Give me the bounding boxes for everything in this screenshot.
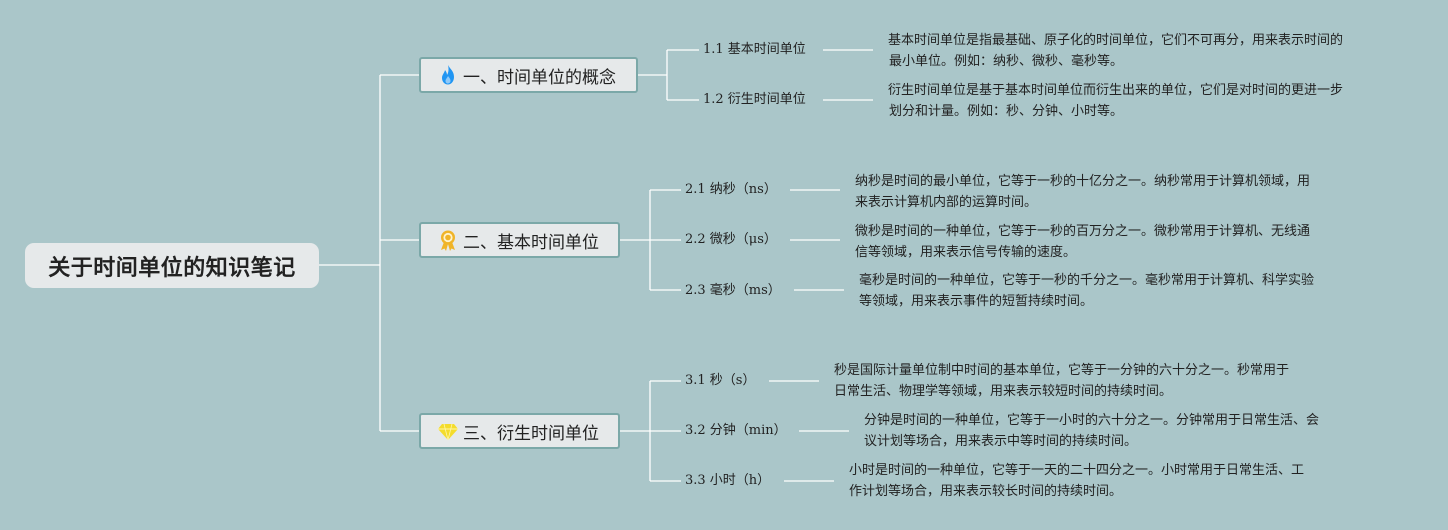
note-basic-units: 基本时间单位是指最基础、原子化的时间单位，它们不可再分，用来表示时间的 最小单位… [888,33,1344,69]
branch-node-concept[interactable]: 一、时间单位的概念 [419,57,638,93]
sub-node-derived-units[interactable]: 1.2 衍生时间单位 [703,92,806,107]
note-hour: 小时是时间的一种单位，它等于一天的二十四分之一。小时常用于日常生活、工 作计划等… [849,463,1305,499]
branch-node-basic[interactable]: 二、基本时间单位 [419,222,620,258]
branch-label: 二、基本时间单位 [463,232,599,253]
branch-label: 三、衍生时间单位 [463,423,599,444]
sub-node-minute[interactable]: 3.2 分钟（min） [685,423,787,438]
note-derived-units: 衍生时间单位是基于基本时间单位而衍生出来的单位，它们是对时间的更进一步 划分和计… [888,83,1344,119]
note-minute: 分钟是时间的一种单位，它等于一小时的六十分之一。分钟常用于日常生活、会 议计划等… [864,413,1320,449]
sub-node-basic-units[interactable]: 1.1 基本时间单位 [703,42,806,57]
note-millisecond: 毫秒是时间的一种单位，它等于一秒的千分之一。毫秒常用于计算机、科学实验 等领域，… [859,273,1315,309]
root-title: 关于时间单位的知识笔记 [48,255,296,281]
note-second: 秒是国际计量单位制中时间的基本单位，它等于一分钟的六十分之一。秒常用于 日常生活… [834,363,1290,399]
medal-icon [437,229,459,251]
sub-node-nanosecond[interactable]: 2.1 纳秒（ns） [685,182,777,197]
note-microsecond: 微秒是时间的一种单位，它等于一秒的百万分之一。微秒常用于计算机、无线通 信等领域… [855,224,1311,260]
note-nanosecond: 纳秒是时间的最小单位，它等于一秒的十亿分之一。纳秒常用于计算机领域，用 来表示计… [855,174,1311,210]
sub-node-microsecond[interactable]: 2.2 微秒（μs） [685,232,777,247]
gem-icon [437,420,459,442]
branch-node-derived[interactable]: 三、衍生时间单位 [419,413,620,449]
sub-node-millisecond[interactable]: 2.3 毫秒（ms） [685,283,781,298]
sub-node-hour[interactable]: 3.3 小时（h） [685,473,771,488]
root-node[interactable]: 关于时间单位的知识笔记 [25,243,319,288]
flame-icon [437,64,459,86]
branch-label: 一、时间单位的概念 [463,67,616,88]
sub-node-second[interactable]: 3.1 秒（s） [685,373,756,388]
